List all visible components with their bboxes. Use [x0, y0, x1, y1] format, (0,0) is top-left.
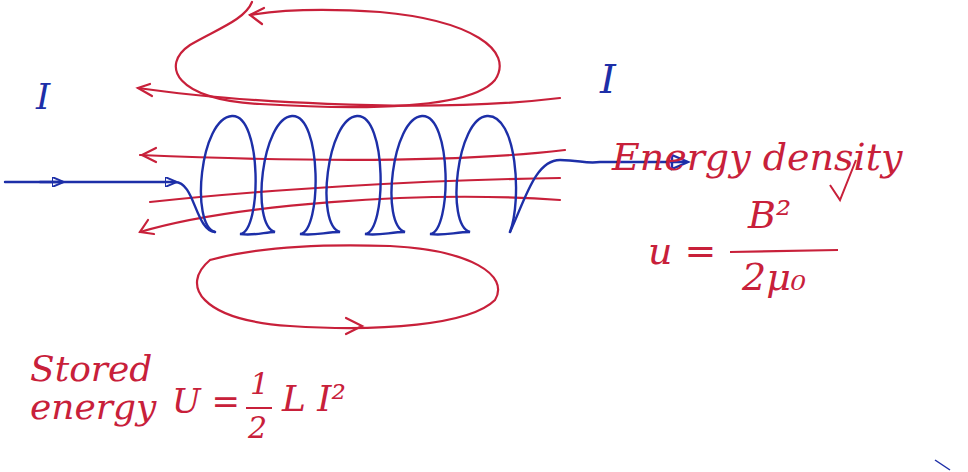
field-lines [138, 2, 565, 334]
current-arrow [40, 181, 62, 183]
formula-denominator: 2μ₀ [742, 258, 806, 298]
current-label: I [36, 78, 50, 116]
field-arrow [140, 220, 154, 234]
top-field-loop [176, 2, 500, 107]
field-arrow [250, 8, 264, 24]
field-arrow [142, 148, 156, 162]
current-label: I [600, 58, 616, 100]
formula-numerator: B² [748, 196, 791, 236]
pen-mark [935, 460, 950, 470]
field-arrow [346, 318, 362, 334]
formula-term: U = [172, 384, 240, 420]
field-arrow [138, 84, 152, 96]
field-line [138, 88, 560, 106]
fraction-bar [246, 407, 272, 409]
formula-denominator: 2 [248, 412, 267, 444]
energy-density-label: Energy density [612, 138, 902, 178]
formula-term: L I² [282, 380, 346, 418]
formula-term: u = [648, 232, 716, 272]
formula-numerator: 1 [250, 368, 269, 400]
lead-wire [5, 182, 215, 232]
field-line [150, 178, 560, 202]
stored-energy-label: Stored energy [30, 350, 180, 426]
coil-winding [5, 116, 688, 235]
fraction-bar [730, 250, 838, 252]
coil-loops [201, 116, 516, 235]
bottom-field-loop [197, 245, 498, 328]
